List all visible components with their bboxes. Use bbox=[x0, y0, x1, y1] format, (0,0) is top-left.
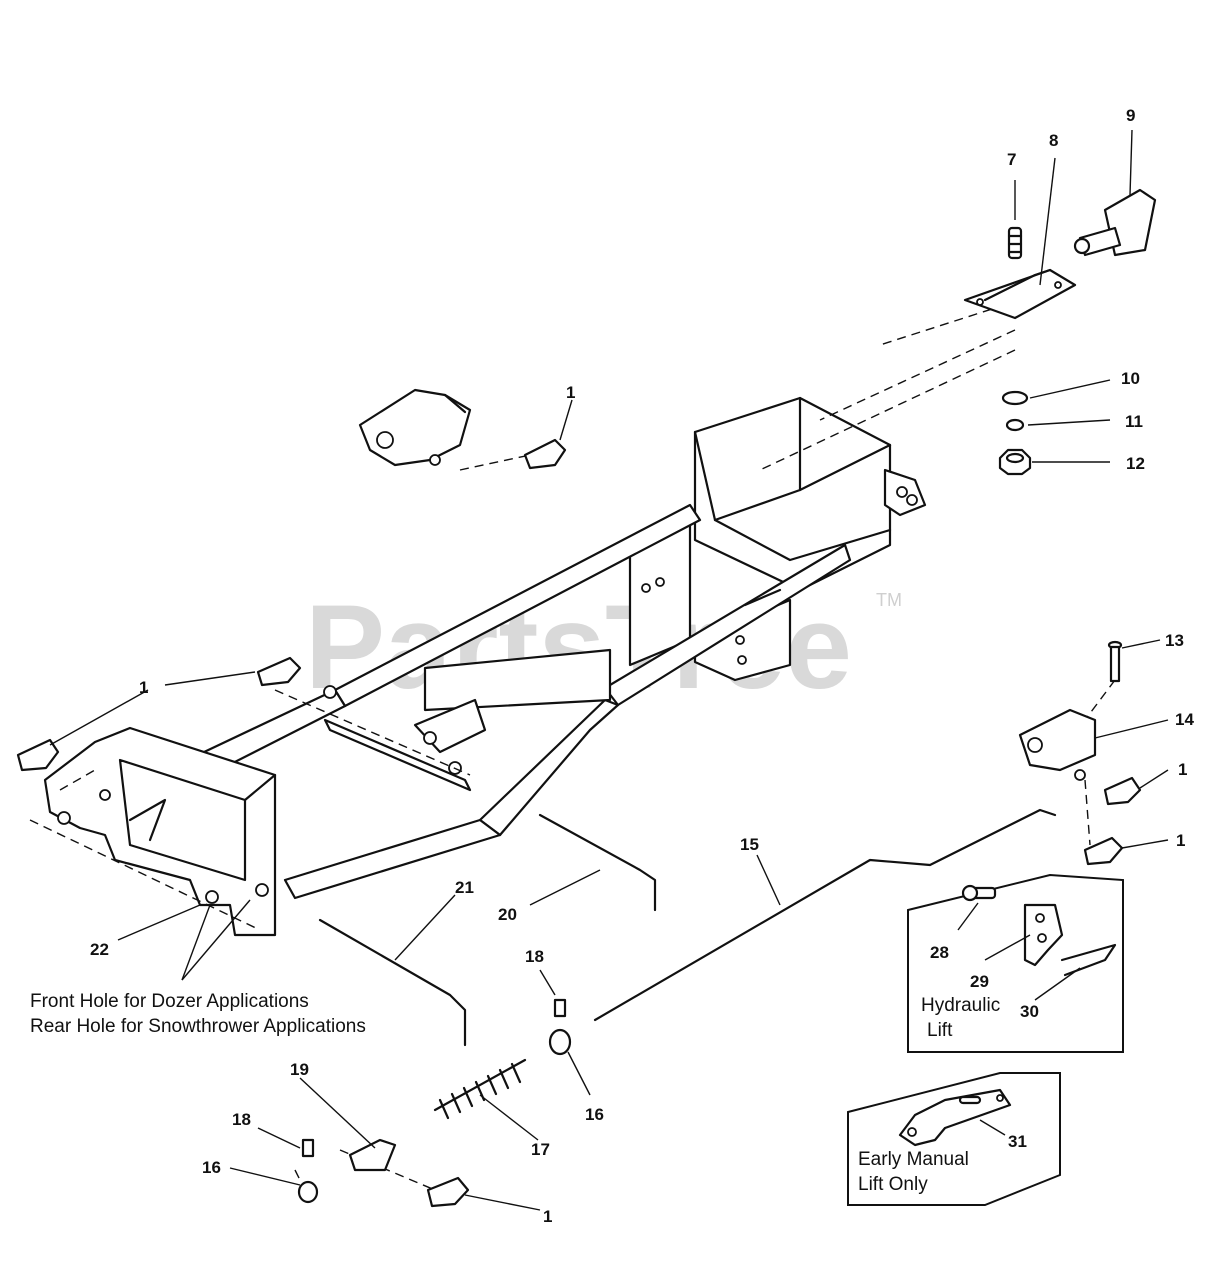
clevis-pin-part-13 bbox=[1107, 640, 1123, 683]
top-link-bracket bbox=[358, 388, 472, 467]
rod-part-20 bbox=[538, 813, 657, 912]
set-screw-part-18b bbox=[301, 1138, 315, 1158]
callout-9: 9 bbox=[1126, 106, 1135, 125]
callout-14: 14 bbox=[1175, 710, 1194, 729]
hydraulic-lift-label-2: Lift bbox=[927, 1020, 953, 1041]
lift-bracket-part-14 bbox=[1018, 708, 1097, 781]
front-hole-note: Front Hole for Dozer Applications bbox=[30, 991, 309, 1012]
callout-31: 31 bbox=[1008, 1132, 1027, 1151]
callout-22: 22 bbox=[90, 940, 109, 959]
washer-part-10 bbox=[1001, 390, 1029, 406]
manual-lift-label-1: Early Manual bbox=[858, 1149, 969, 1170]
callout-7: 7 bbox=[1007, 150, 1016, 169]
lift-rod-part-15 bbox=[593, 808, 1057, 1022]
callout-1-left-upper: 1 bbox=[139, 678, 148, 697]
watermark-trademark: TM bbox=[876, 590, 902, 610]
callout-18-lower: 18 bbox=[232, 1110, 251, 1129]
callout-1-right-upper: 1 bbox=[1178, 760, 1187, 779]
callout-29: 29 bbox=[970, 972, 989, 991]
collar-part-16a bbox=[548, 1028, 572, 1056]
callout-21: 21 bbox=[455, 878, 474, 897]
application-notes: Front Hole for Dozer Applications Rear H… bbox=[30, 991, 1000, 1195]
hydraulic-lift-inset bbox=[907, 873, 1124, 1053]
collar-part-16b bbox=[297, 1180, 319, 1204]
rod-part-21 bbox=[318, 918, 467, 1047]
callout-16-lower: 16 bbox=[202, 1158, 221, 1177]
rear-hole-note: Rear Hole for Snowthrower Applications bbox=[30, 1016, 366, 1037]
pin-bracket-part-9 bbox=[1073, 188, 1157, 257]
callout-11: 11 bbox=[1125, 412, 1143, 431]
manual-lift-inset bbox=[847, 1072, 1061, 1206]
callout-labels: 7 8 9 10 11 12 1 13 1 14 1 1 15 21 20 22… bbox=[90, 106, 1194, 1226]
callout-1-bottom: 1 bbox=[543, 1207, 552, 1226]
callout-12: 12 bbox=[1126, 454, 1145, 473]
callout-1-right-lower: 1 bbox=[1176, 831, 1185, 850]
callout-20: 20 bbox=[498, 905, 517, 924]
leader-lines bbox=[49, 129, 1169, 1211]
callout-1-top: 1 bbox=[566, 383, 575, 402]
bracket-part-8 bbox=[963, 268, 1077, 320]
callout-30: 30 bbox=[1020, 1002, 1039, 1021]
callout-16-upper: 16 bbox=[585, 1105, 604, 1124]
callout-28: 28 bbox=[930, 943, 949, 962]
callout-17: 17 bbox=[531, 1140, 550, 1159]
manual-lift-label-2: Lift Only bbox=[858, 1174, 928, 1195]
callout-15: 15 bbox=[740, 835, 759, 854]
hydraulic-lift-label-1: Hydraulic bbox=[921, 995, 1000, 1016]
set-screw-part-18a bbox=[553, 998, 567, 1018]
trunnion-part-19 bbox=[348, 1138, 397, 1172]
callout-18-upper: 18 bbox=[525, 947, 544, 966]
callout-13: 13 bbox=[1165, 631, 1184, 650]
frame-assembly bbox=[43, 396, 927, 937]
hairpin-clips bbox=[16, 438, 1142, 1208]
nut-part-12 bbox=[998, 448, 1032, 476]
bolt-part-7 bbox=[1007, 226, 1023, 260]
callout-19: 19 bbox=[290, 1060, 309, 1079]
callout-8: 8 bbox=[1049, 131, 1058, 150]
lock-washer-part-11 bbox=[1005, 418, 1025, 432]
callout-10: 10 bbox=[1121, 369, 1140, 388]
spring-part-17 bbox=[433, 1058, 527, 1120]
